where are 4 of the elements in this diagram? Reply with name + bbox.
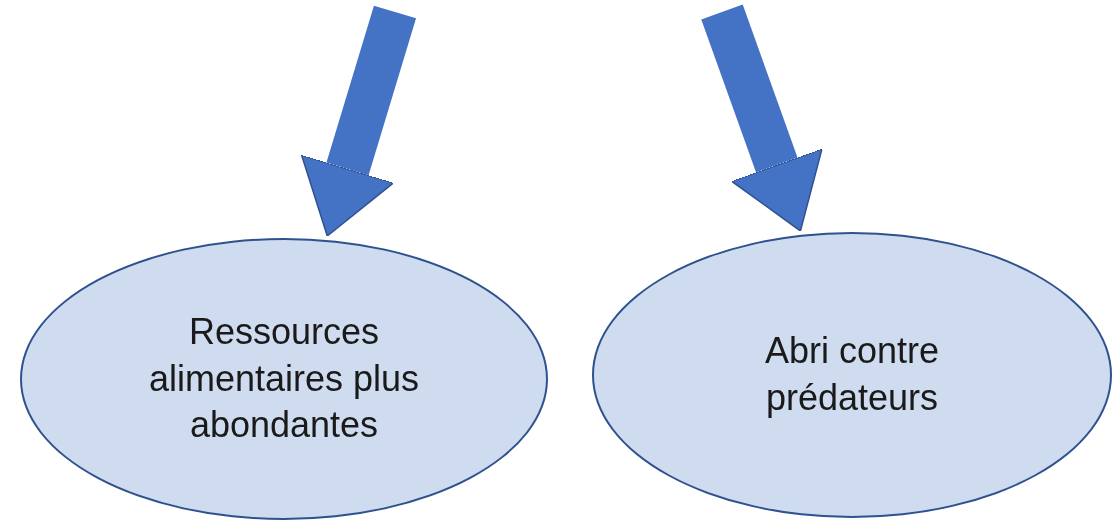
block-arrow <box>701 4 823 232</box>
ellipse-label: Abri contre prédateurs <box>763 329 941 420</box>
block-arrow <box>300 5 417 237</box>
ellipse-label: Ressources alimentaires plus abondantes <box>147 309 421 448</box>
